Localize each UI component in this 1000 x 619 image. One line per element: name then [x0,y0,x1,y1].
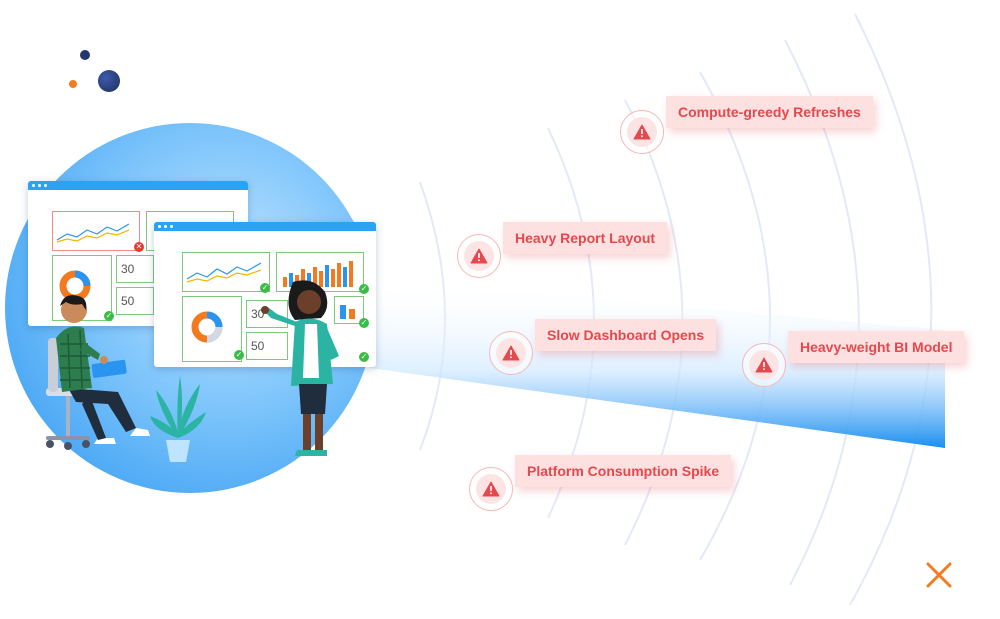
alert-icon-ring [457,234,501,278]
line-chart-panel [182,252,270,292]
kpi-value: 50 [251,339,265,353]
kpi-value: 30 [121,262,135,276]
check-circle-icon: ✓ [359,284,369,294]
close-x-icon [926,562,952,588]
kpi-panel-bottom: 50 [246,332,288,360]
person-sitting-illustration [46,295,150,450]
check-circle-icon: ✓ [359,318,369,328]
mini-bar-chart-small [340,305,355,319]
error-circle-icon: ✕ [134,242,144,252]
mini-line-chart [186,262,262,283]
alert-label: Compute-greedy Refreshes [666,96,873,128]
dashboard-window-front: ✓ [154,222,376,367]
mini-bar-chart [283,261,353,287]
potted-plant-illustration [150,376,206,462]
warning-triangle-icon [755,357,773,373]
window-titlebar [28,181,248,190]
alert-icon-ring [469,467,513,511]
bar-chart-panel [276,252,364,292]
check-circle-icon: ✓ [359,352,369,362]
alert-label: Heavy-weight BI Model [788,331,965,363]
alert-icon-ring [489,331,533,375]
decor-dot-navy-large [98,70,120,92]
alert-icon-ring [742,343,786,387]
alert-icon-ring [620,110,664,154]
decor-dot-orange [69,80,77,88]
alert-label: Heavy Report Layout [503,222,668,254]
warning-triangle-icon [470,248,488,264]
alert-label: Platform Consumption Spike [515,455,732,487]
kpi-value: 50 [121,294,135,308]
mini-donut-chart [191,311,223,343]
kpi-panel-top: 30 [116,255,154,283]
warning-triangle-icon [633,124,651,140]
person-standing-illustration [261,280,339,456]
check-circle-icon: ✓ [260,283,270,293]
warning-triangle-icon [482,481,500,497]
kpi-panel-bottom: 50 [116,287,154,315]
line-chart-panel-error [52,211,140,251]
office-chair [46,338,90,450]
window-titlebar [154,222,376,231]
warning-triangle-icon [502,345,520,361]
decor-dot-navy-small [80,50,90,60]
check-circle-icon: ✓ [234,350,244,360]
mini-line-chart [56,223,130,243]
kpi-value: 30 [251,307,265,321]
alert-label: Slow Dashboard Opens [535,319,717,351]
check-circle-icon: ✓ [104,311,114,321]
arc-6 [849,13,933,606]
donut-panel [182,296,242,362]
